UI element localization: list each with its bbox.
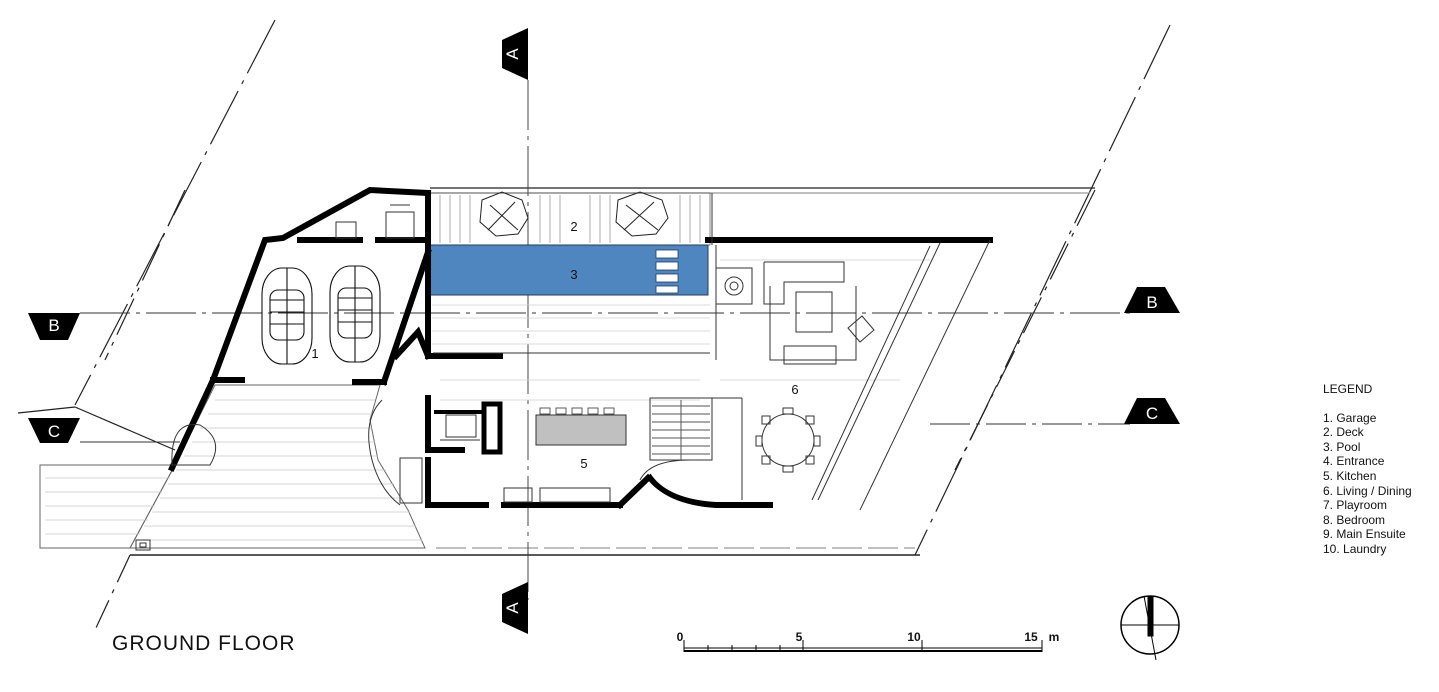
legend-item-living-dining: 6. Living / Dining xyxy=(1323,483,1412,498)
svg-text:B: B xyxy=(1146,293,1157,312)
driveway-paving xyxy=(39,384,426,549)
plan-title: GROUND FLOOR xyxy=(112,632,296,655)
scale-tick-10: 10 xyxy=(907,630,921,644)
scale-tick-0: 0 xyxy=(677,630,684,644)
svg-text:B: B xyxy=(48,316,59,335)
section-marker-c-right: C xyxy=(1124,398,1180,424)
room-label-deck: 2 xyxy=(570,219,577,234)
section-cut-lines xyxy=(80,80,1130,600)
legend-item-entrance: 4. Entrance xyxy=(1323,454,1385,469)
legend-item-playroom: 7. Playroom xyxy=(1323,498,1388,513)
section-marker-b-right: B xyxy=(1124,287,1180,313)
interior-lines xyxy=(335,193,991,511)
svg-text:A: A xyxy=(503,602,522,614)
section-marker-a-top: A xyxy=(502,28,528,80)
section-marker-a-bottom: A xyxy=(502,582,528,634)
legend-item-kitchen: 5. Kitchen xyxy=(1323,468,1377,483)
scale-bar: 0 5 10 15 m xyxy=(677,630,1060,652)
legend-item-garage: 1. Garage xyxy=(1323,410,1377,425)
section-marker-b-left: B xyxy=(28,313,80,340)
terrace-paving xyxy=(432,259,930,401)
svg-text:C: C xyxy=(48,422,60,441)
legend-item-deck: 2. Deck xyxy=(1323,425,1364,440)
svg-text:A: A xyxy=(503,48,522,60)
scale-tick-15: 15 xyxy=(1024,630,1038,644)
kitchen-island xyxy=(535,414,627,446)
legend-item-main-ensuite: 9. Main Ensuite xyxy=(1323,527,1406,542)
walls xyxy=(168,186,993,510)
section-marker-c-left: C xyxy=(28,418,80,443)
room-label-garage: 1 xyxy=(311,346,318,361)
pool-steps xyxy=(655,249,679,294)
legend: LEGEND 1. Garage 2. Deck 3. Pool 4. Entr… xyxy=(1323,382,1412,557)
dining-table xyxy=(755,407,821,473)
site-lines xyxy=(17,19,1171,631)
scale-unit: m xyxy=(1049,630,1060,644)
scale-tick-5: 5 xyxy=(796,630,803,644)
kitchen-stools xyxy=(539,407,615,415)
entry-planter xyxy=(135,424,217,551)
legend-item-pool: 3. Pool xyxy=(1323,439,1361,454)
lounge-furniture xyxy=(715,261,875,365)
room-label-kitchen: 5 xyxy=(580,456,587,471)
legend-item-laundry: 10. Laundry xyxy=(1323,541,1387,556)
room-label-living: 6 xyxy=(791,382,798,397)
legend-title: LEGEND xyxy=(1323,382,1373,396)
deck-chair-icon xyxy=(479,191,669,237)
room-label-pool: 3 xyxy=(570,267,577,282)
legend-item-bedroom: 8. Bedroom xyxy=(1323,512,1386,527)
north-arrow-icon xyxy=(1120,595,1180,661)
legend-list: 1. Garage 2. Deck 3. Pool 4. Entrance 5.… xyxy=(1323,411,1412,557)
svg-text:C: C xyxy=(1146,404,1158,423)
car-icon xyxy=(261,265,381,365)
